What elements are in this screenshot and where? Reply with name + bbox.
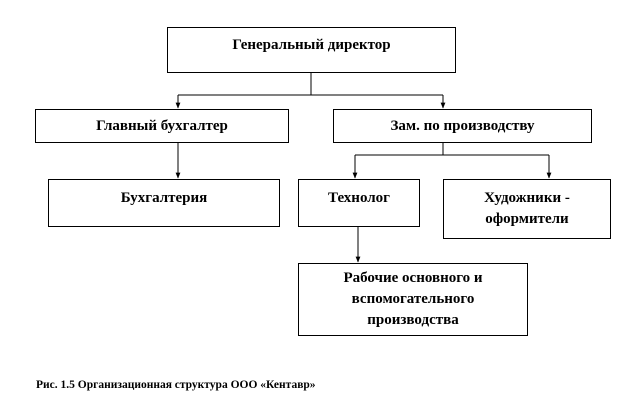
box-deputy-production: Зам. по производству: [333, 109, 592, 143]
box-accounting-label: Бухгалтерия: [120, 190, 208, 206]
box-technologist: Технолог: [298, 179, 420, 227]
box-workers: Рабочие основного и вспомогательного про…: [298, 263, 528, 336]
box-chief-accountant-label: Главный бухгалтер: [96, 117, 228, 134]
box-general-director-label: Генеральный директор: [232, 37, 391, 53]
box-artists: Художники - оформители: [443, 179, 611, 239]
box-general-director: Генеральный директор: [167, 27, 456, 73]
box-workers-label: Рабочие основного и вспомогательного про…: [343, 270, 483, 328]
box-chief-accountant: Главный бухгалтер: [35, 109, 289, 143]
box-artists-label: Художники - оформители: [484, 190, 570, 227]
figure-caption: Рис. 1.5 Организационная структура ООО «…: [36, 379, 316, 391]
box-technologist-label: Технолог: [328, 190, 390, 206]
box-deputy-production-label: Зам. по производству: [390, 117, 535, 134]
box-accounting: Бухгалтерия: [48, 179, 280, 227]
